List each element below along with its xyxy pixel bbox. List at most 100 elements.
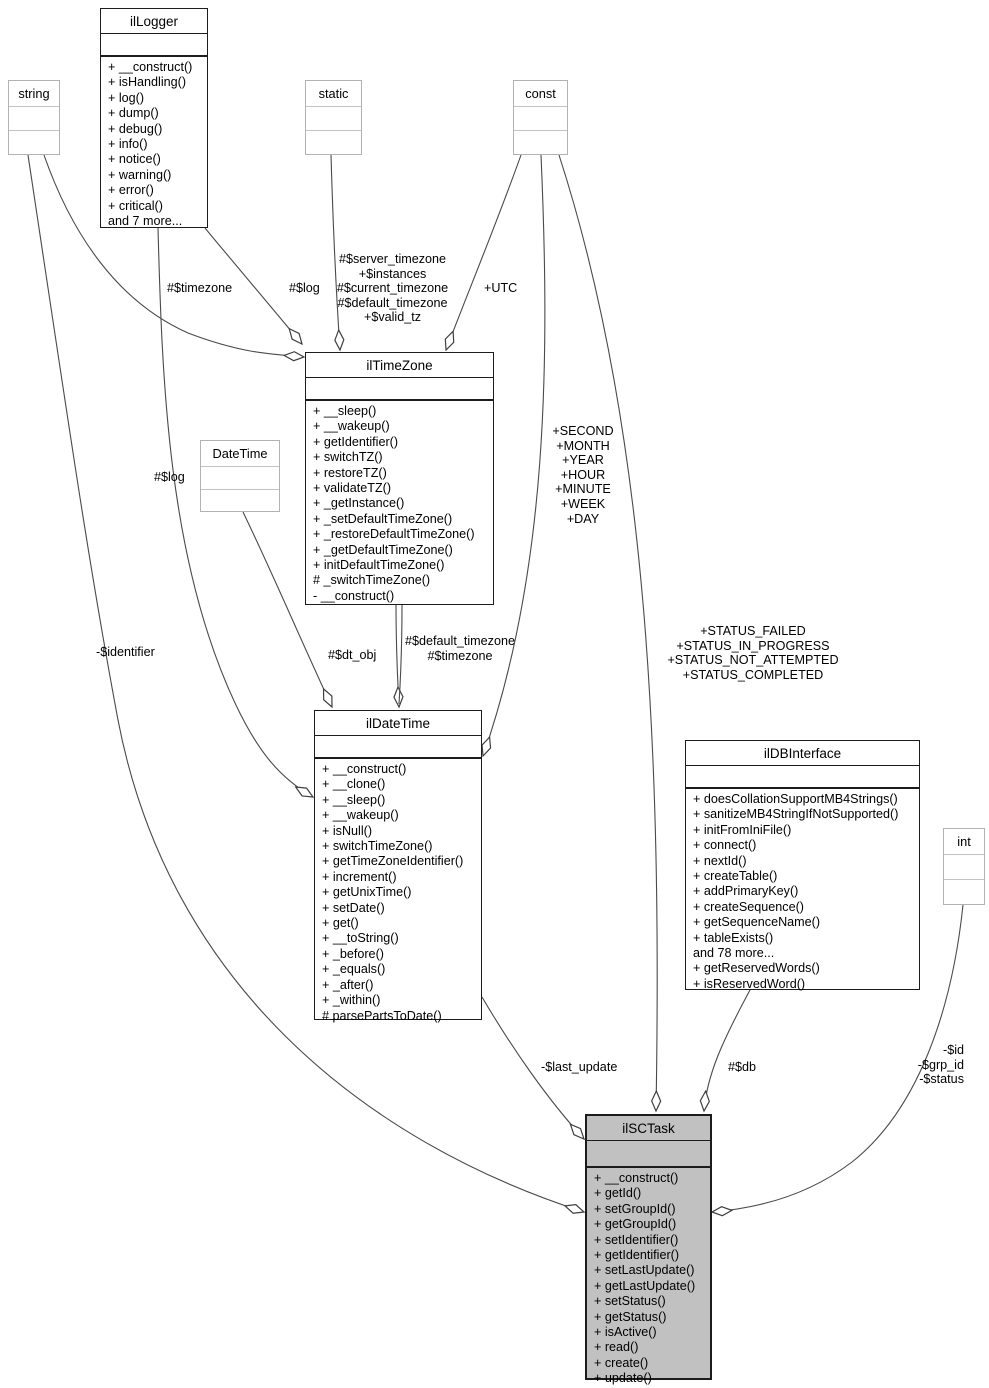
class-methods-ildbinterface: + doesCollationSupportMB4Strings()+ sani… xyxy=(686,789,919,992)
method-line: + info() xyxy=(108,137,148,152)
edge-ildbinterface-ilsctask xyxy=(704,989,751,1111)
class-title-ildatetime: ilDateTime xyxy=(315,711,481,736)
type-methods-static xyxy=(306,131,361,154)
class-attributes-ilsctask xyxy=(587,1141,710,1168)
method-line: + __wakeup() xyxy=(313,419,390,434)
method-line: # _switchTimeZone() xyxy=(313,573,431,588)
method-line: + getGroupId() xyxy=(594,1217,677,1232)
edge-label-utc: +UTC xyxy=(484,281,518,295)
method-line: + _after() xyxy=(322,977,374,992)
method-line: # parsePartsToDate() xyxy=(322,1008,442,1023)
edge-string-ilsctask xyxy=(27,154,584,1212)
type-title-const: const xyxy=(514,81,567,107)
method-line: + notice() xyxy=(108,152,161,167)
method-line: + log() xyxy=(108,90,145,105)
class-title-iltimezone: ilTimeZone xyxy=(306,353,493,378)
method-line: + _before() xyxy=(322,946,384,961)
method-line: + setLastUpdate() xyxy=(594,1263,695,1278)
method-line: + getUnixTime() xyxy=(322,885,412,900)
type-box-int: int xyxy=(943,828,985,905)
edge-label-dt-obj: #$dt_obj xyxy=(328,648,377,662)
method-line: + __construct() xyxy=(322,762,407,776)
class-title-illogger: ilLogger xyxy=(101,9,207,34)
type-methods-const xyxy=(514,131,567,154)
edge-ildatetime-ilsctask xyxy=(481,996,584,1139)
method-line: + createSequence() xyxy=(693,899,804,914)
method-line: + warning() xyxy=(108,167,172,182)
method-line: + _getDefaultTimeZone() xyxy=(313,542,453,557)
class-title-ilsctask: ilSCTask xyxy=(587,1116,710,1141)
method-line: + doesCollationSupportMB4Strings() xyxy=(693,792,898,806)
class-box-illogger: ilLogger + __construct()+ isHandling()+ … xyxy=(100,8,208,228)
type-box-const: const xyxy=(513,80,568,155)
method-line: + __sleep() xyxy=(313,404,377,418)
method-line: + initFromIniFile() xyxy=(693,822,792,837)
method-line: and 78 more... xyxy=(693,946,775,961)
edge-label-const-datetime: +SECOND +MONTH +YEAR +HOUR +MINUTE +WEEK… xyxy=(552,424,614,526)
edge-const-ildatetime xyxy=(483,154,546,756)
method-line: + nextId() xyxy=(693,853,747,868)
type-title-datetime: DateTime xyxy=(201,441,279,467)
method-line: + getSequenceName() xyxy=(693,915,821,930)
edge-label-const-sctask: +STATUS_FAILED +STATUS_IN_PROGRESS +STAT… xyxy=(667,624,839,682)
type-box-datetime: DateTime xyxy=(200,440,280,512)
method-line: + create() xyxy=(594,1355,649,1370)
class-attributes-illogger xyxy=(101,34,207,57)
method-line: + _equals() xyxy=(322,962,386,977)
edge-label-static-timezone: #$server_timezone +$instances #$current_… xyxy=(336,252,449,325)
class-box-ildatetime: ilDateTime + __construct()+ __clone()+ _… xyxy=(314,710,482,1023)
method-line: + increment() xyxy=(322,869,397,884)
method-line: + tableExists() xyxy=(693,930,774,945)
type-methods-int xyxy=(944,880,984,904)
type-title-string: string xyxy=(9,81,59,107)
method-line: + getId() xyxy=(594,1186,642,1201)
method-line: + isHandling() xyxy=(108,75,187,90)
method-line: and 7 more... xyxy=(108,214,183,229)
edge-label-last-update: -$last_update xyxy=(541,1060,618,1074)
method-line: + __construct() xyxy=(108,60,193,74)
edge-label-log-timezone: #$log xyxy=(289,281,320,295)
type-attributes-datetime xyxy=(201,467,279,490)
method-line: + dump() xyxy=(108,106,159,121)
method-line: + isNull() xyxy=(322,823,373,838)
method-line: - __construct() xyxy=(313,588,395,603)
class-box-ildbinterface: ilDBInterface + doesCollationSupportMB4S… xyxy=(685,740,920,992)
method-line: + switchTZ() xyxy=(313,450,383,465)
edge-static-iltimezone xyxy=(330,154,340,350)
method-line: + _restoreDefaultTimeZone() xyxy=(313,527,475,542)
edge-iltimezone-ildatetime-a xyxy=(396,604,399,707)
type-attributes-string xyxy=(9,107,59,131)
method-line: + isReservedWord() xyxy=(693,976,806,991)
method-line: + restoreTZ() xyxy=(313,465,387,480)
class-attributes-ildbinterface xyxy=(686,766,919,789)
edge-label-db: #$db xyxy=(728,1060,757,1074)
method-line: + __toString() xyxy=(322,931,399,946)
method-line: + validateTZ() xyxy=(313,481,392,496)
class-attributes-ildatetime xyxy=(315,736,481,759)
edge-iltimezone-ildatetime-b xyxy=(398,604,403,705)
method-line: + addPrimaryKey() xyxy=(693,884,799,899)
method-line: + getStatus() xyxy=(594,1309,667,1324)
method-line: + __sleep() xyxy=(322,792,386,807)
edge-label-int-sctask: -$id -$grp_id -$status xyxy=(917,1043,964,1087)
edge-datetime-ildatetime xyxy=(242,511,332,707)
method-line: + setIdentifier() xyxy=(594,1232,679,1247)
type-box-static: static xyxy=(305,80,362,155)
type-title-int: int xyxy=(944,829,984,855)
class-box-ilsctask: ilSCTask + __construct()+ getId()+ setGr… xyxy=(585,1114,712,1385)
class-methods-illogger: + __construct()+ isHandling()+ log()+ du… xyxy=(101,57,207,229)
method-line: + getLastUpdate() xyxy=(594,1278,696,1293)
type-methods-datetime xyxy=(201,490,279,512)
type-attributes-static xyxy=(306,107,361,131)
method-line: + getReservedWords() xyxy=(693,961,820,976)
method-line: + read() xyxy=(594,1340,639,1355)
method-line: + getTimeZoneIdentifier() xyxy=(322,854,464,869)
class-attributes-iltimezone xyxy=(306,378,493,401)
method-line: + connect() xyxy=(693,838,757,853)
class-methods-ildatetime: + __construct()+ __clone()+ __sleep() + _… xyxy=(315,759,481,1024)
class-methods-ilsctask: + __construct()+ getId()+ setGroupId()+ … xyxy=(587,1168,710,1387)
method-line: + __clone() xyxy=(322,777,386,792)
type-attributes-const xyxy=(514,107,567,131)
